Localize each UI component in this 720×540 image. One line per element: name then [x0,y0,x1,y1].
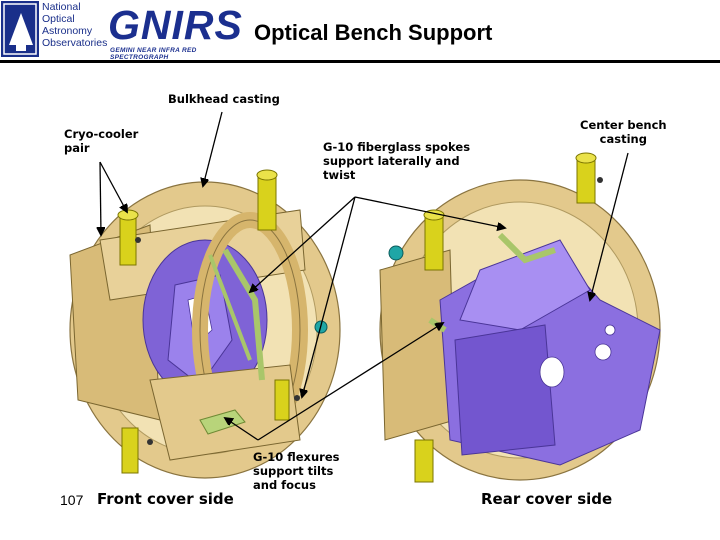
arrow-flexures-2 [257,323,443,441]
caption-front-cover: Front cover side [97,490,234,508]
arrow-spokes-3 [354,196,505,228]
arrow-spokes-2 [302,196,356,397]
noao-line-1: National [42,1,81,13]
callout-g10-spokes: G-10 fiberglass spokes support laterally… [323,140,471,182]
noao-line-4: Observatories [42,37,108,49]
rear-assembly [379,152,661,483]
caption-rear-cover: Rear cover side [481,490,613,508]
header-rule [0,60,720,63]
noao-line-3: Astronomy [42,25,93,37]
callout-arrows [99,111,629,441]
arrow-cryo-1 [99,161,127,212]
callout-g10-flexures: G-10 flexures support tilts and focus [253,450,340,492]
noao-emblem-icon [1,1,39,57]
arrow-center-bench [590,152,629,300]
front-assembly [69,169,341,479]
gnirs-subtitle: GEMINI NEAR INFRA RED SPECTROGRAPH [110,47,197,61]
callout-center-bench: Center bench casting [580,118,667,146]
callout-bulkhead: Bulkhead casting [168,92,280,106]
arrow-cryo-2 [100,161,101,235]
noao-line-2: Optical [42,13,75,25]
page-number: 107 [60,492,84,508]
arrow-flexures-1 [225,418,259,441]
arrow-spokes-1 [250,196,356,292]
slide-title: Optical Bench Support [254,20,493,45]
arrow-bulkhead [203,111,223,186]
gnirs-logo: GNIRS [108,2,243,48]
callout-cryo-cooler: Cryo-cooler pair [64,127,139,155]
noao-logo: National Optical Astronomy Observatories… [0,0,242,61]
